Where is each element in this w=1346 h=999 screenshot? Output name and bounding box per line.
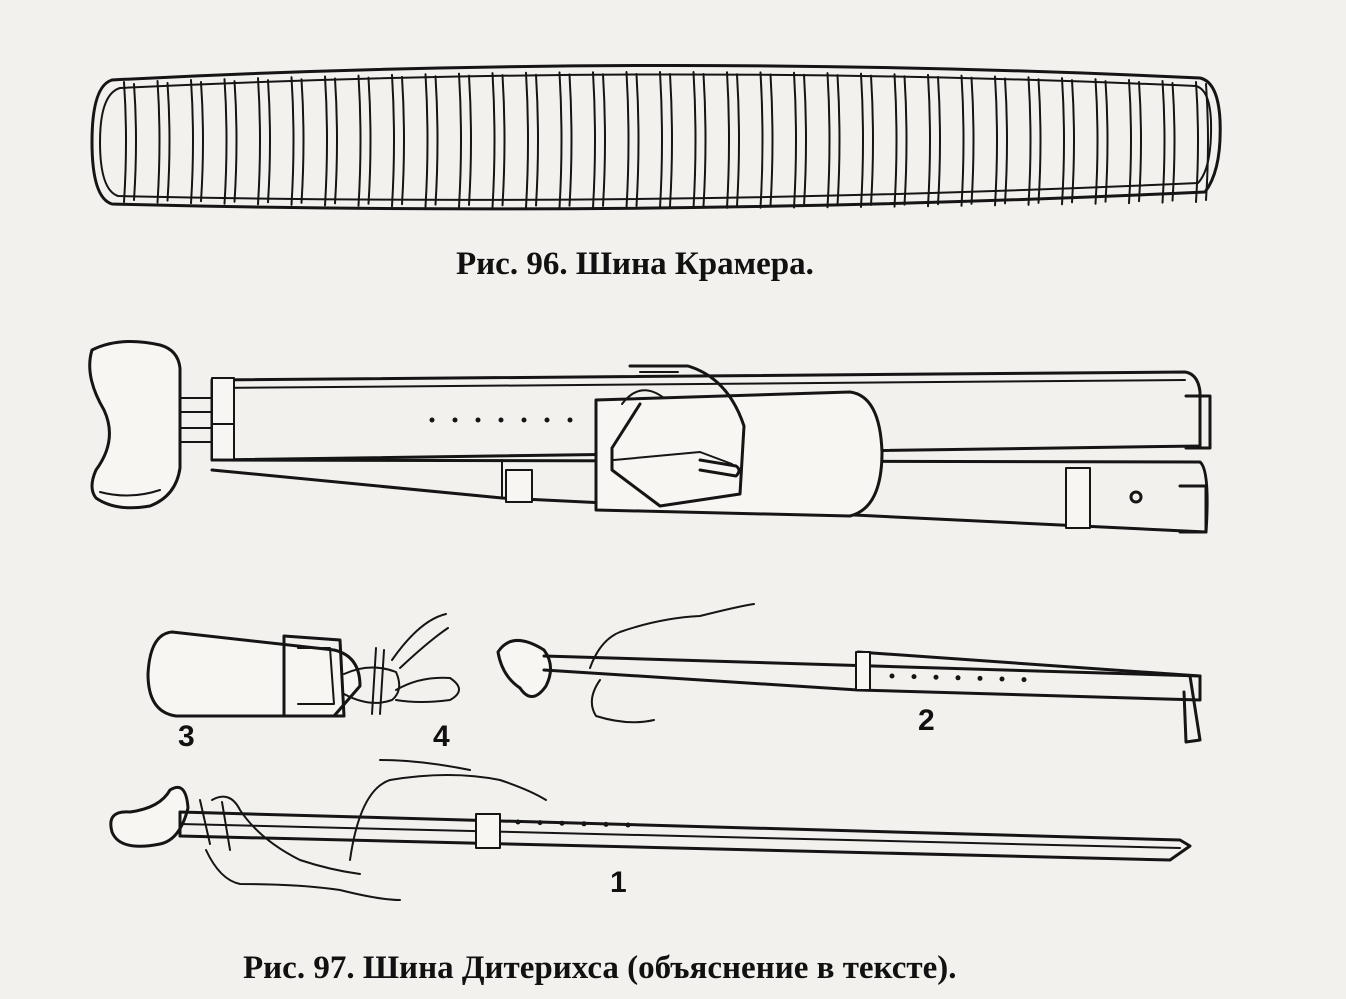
ladder-rung (491, 72, 496, 209)
adjustment-hole (544, 417, 550, 423)
adjustment-hole (999, 676, 1005, 682)
ladder-rung (300, 78, 305, 204)
ladder-rung (123, 81, 127, 203)
ladder-rung (334, 77, 338, 205)
adjustment-hole (498, 417, 504, 423)
ladder-rung (233, 80, 238, 203)
ladder-rung (960, 74, 965, 207)
label-part-1: 1 (610, 866, 627, 899)
ladder-rung (535, 73, 539, 207)
ladder-rung (558, 71, 563, 209)
ladder-rung (860, 72, 864, 208)
ladder-rung (970, 76, 975, 205)
adjustment-hole (521, 417, 527, 423)
ladder-rung (635, 73, 640, 207)
ladder-rung (836, 74, 841, 207)
adjustment-hole (515, 819, 521, 825)
ladder-rung (1205, 83, 1209, 201)
label-part-4: 4 (433, 720, 450, 753)
long-splint (109, 759, 1192, 901)
adjustment-hole (581, 821, 587, 827)
ladder-rung (692, 71, 697, 209)
ladder-rung (367, 76, 372, 205)
ladder-rung (903, 75, 908, 206)
ladder-rung (1195, 81, 1199, 203)
adjustment-hole (537, 820, 543, 826)
ladder-rung (870, 74, 874, 206)
ladder-rung (759, 71, 764, 209)
ladder-rung (1071, 79, 1075, 204)
small-splint (496, 603, 1202, 744)
ladder-rung (1171, 82, 1176, 202)
ladder-rung (1004, 77, 1008, 205)
ladder-rung (893, 73, 898, 208)
ladder-rung (156, 80, 161, 204)
adjustment-hole (977, 675, 983, 681)
ladder-rung (424, 73, 429, 208)
adjustment-hole (475, 417, 481, 423)
foot-piece (146, 613, 460, 718)
ladder-rung (927, 73, 931, 208)
ladder-rung (826, 72, 831, 209)
label-part-2: 2 (918, 704, 935, 737)
ladder-rung (1128, 79, 1132, 205)
adjustment-hole (933, 674, 939, 680)
ladder-rung (726, 71, 730, 209)
ladder-rung (1094, 78, 1099, 205)
ladder-rung (625, 71, 630, 209)
adjustment-hole (452, 417, 458, 423)
adjustment-hole (911, 674, 917, 680)
ladder-rung (1138, 81, 1142, 203)
ladder-rung (994, 75, 998, 207)
ladder-rung (290, 76, 295, 206)
ladder-rung (769, 73, 774, 207)
ladder-rung (803, 73, 807, 207)
ladder-rung (357, 74, 362, 207)
ladder-rung (166, 82, 171, 202)
ladder-rung (937, 75, 941, 206)
ladder-rung (401, 75, 405, 206)
ladder-rung (793, 71, 797, 209)
ladder-rung (458, 72, 462, 208)
adjustment-hole (559, 820, 565, 826)
ladder-rung (434, 75, 439, 206)
ladder-rung (669, 73, 673, 207)
ladder-rung (223, 78, 228, 205)
ladder-rung (501, 74, 506, 207)
ladder-rung (200, 81, 204, 203)
assembled-splint (88, 340, 1212, 534)
adjustment-hole (1021, 677, 1027, 683)
figure-97-caption: Рис. 97. Шина Дитерихса (объяснение в те… (243, 950, 957, 986)
adjustment-hole (603, 821, 609, 827)
ladder-rung (1037, 78, 1042, 204)
figure-96-caption: Рис. 96. Шина Крамера. (456, 246, 814, 282)
ladder-rung (257, 77, 261, 206)
ladder-rung (468, 74, 472, 206)
ladder-rung (267, 79, 271, 204)
ladder-rung (1061, 77, 1065, 206)
ladder-rung (324, 75, 328, 207)
ladder-rung (659, 71, 663, 209)
ladder-rung (736, 73, 740, 207)
ladder-rung (1027, 76, 1032, 206)
label-part-3: 3 (178, 720, 195, 753)
adjustment-hole (429, 417, 435, 423)
adjustment-hole (955, 675, 961, 681)
adjustment-hole (567, 417, 573, 423)
ladder-rung (568, 73, 573, 207)
ladder-rung (391, 73, 395, 208)
ladder-rung (602, 73, 606, 207)
adjustment-hole (625, 822, 631, 828)
adjustment-hole (889, 673, 895, 679)
ladder-rung (1161, 80, 1166, 204)
ladder-rung (702, 73, 707, 207)
ladder-rung (592, 71, 596, 209)
ladder-rung (133, 83, 137, 201)
ladder-rung (190, 79, 194, 205)
ladder-rung (525, 71, 529, 209)
ladder-rung (1104, 80, 1109, 203)
